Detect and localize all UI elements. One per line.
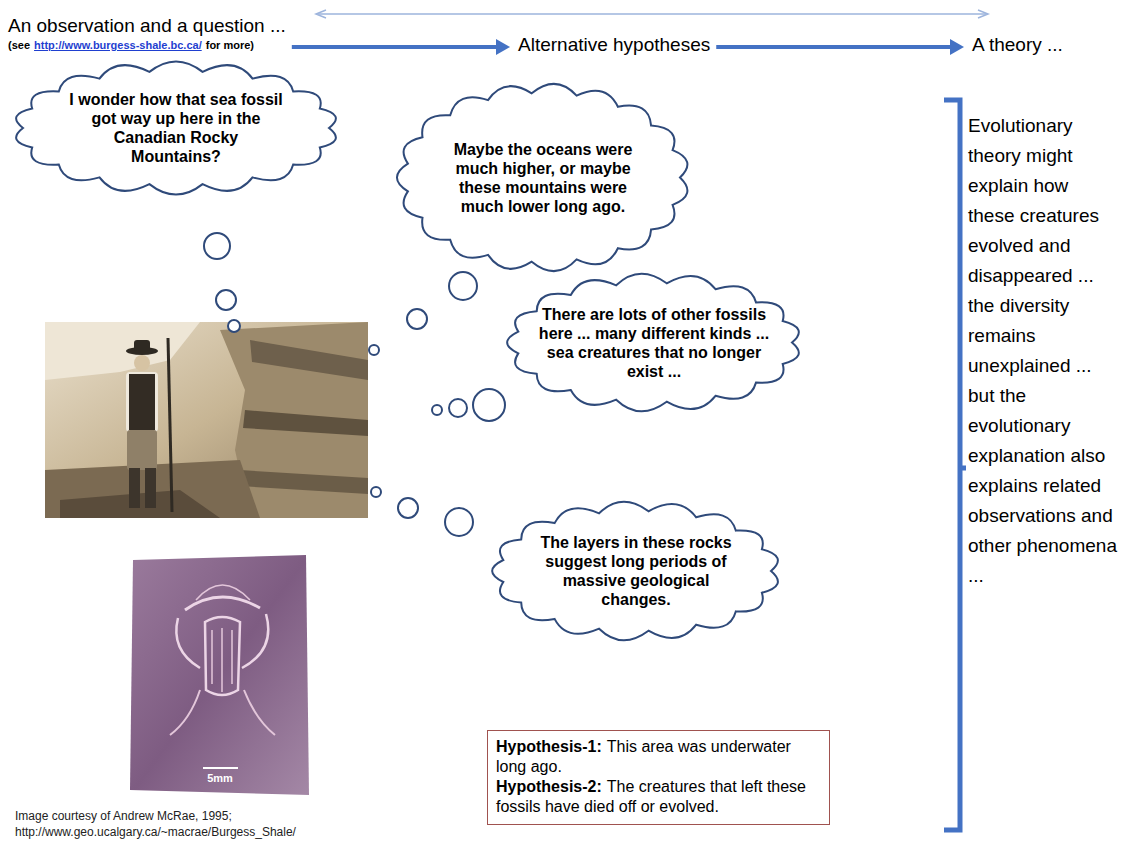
cloud-text-holder: I wonder how that sea fossil got way up … (69, 90, 284, 166)
thought-cloud: I wonder how that sea fossil got way up … (10, 58, 342, 198)
fossil-photo (130, 555, 309, 795)
cloud-text: Maybe the oceans were much higher, or ma… (443, 140, 643, 216)
cloud-shape (492, 502, 778, 640)
cloud-outline (488, 498, 784, 644)
cloud-text-holder: There are lots of other fossils here ...… (534, 305, 774, 381)
arrow-head (950, 39, 964, 55)
cloud-text-holder: Maybe the oceans were much higher, or ma… (443, 140, 643, 216)
cloud-shape (16, 61, 336, 194)
bracket (944, 100, 966, 830)
flow-arrow (292, 39, 510, 55)
arrow-shaft (716, 45, 952, 49)
note-text: for more) (206, 39, 254, 51)
timeline-arrow (316, 10, 988, 18)
image-credit: Image courtesy of Andrew McRae, 1995; ht… (15, 808, 335, 840)
thought-bubbles (204, 233, 505, 536)
note-text: (see (8, 39, 30, 51)
stage-heading: Alternative hypotheses (518, 33, 710, 57)
cloud-shape (397, 84, 687, 271)
hypothesis-line: Hypothesis-2:The creatures that left the… (496, 777, 821, 817)
cloud-text: I wonder how that sea fossil got way up … (69, 90, 284, 166)
heading-text: A theory ... (972, 34, 1063, 55)
hypothesis-line: Hypothesis-1:This area was underwater lo… (496, 737, 821, 777)
hypothesis-name: Hypothesis-2: (496, 778, 602, 795)
hypothesis-name: Hypothesis-1: (496, 738, 602, 755)
cloud-outline (393, 80, 693, 275)
cloud-shape (507, 274, 799, 411)
flow-arrow (716, 39, 964, 55)
cloud-outline (503, 270, 805, 415)
link-text: http://www.burgess-shale.bc.ca/ (34, 39, 202, 51)
cloud-text-holder: The layers in these rocks suggest long p… (531, 533, 741, 609)
scale-label: 5mm (190, 772, 250, 785)
heading-text: Alternative hypotheses (518, 34, 710, 55)
stage-heading: An observation and a question ...(see htt… (8, 14, 286, 52)
cloud-text: There are lots of other fossils here ...… (534, 305, 774, 381)
photo (45, 322, 368, 518)
theory-text: Evolutionary theory might explain how th… (968, 111, 1118, 591)
arrow-head (496, 39, 510, 55)
source-note: (see http://www.burgess-shale.bc.ca/for m… (8, 38, 286, 52)
stage-heading: A theory ... (972, 33, 1063, 57)
hypothesis-box: Hypothesis-1:This area was underwater lo… (487, 730, 830, 825)
thought-cloud: The layers in these rocks suggest long p… (488, 498, 784, 644)
heading-text: An observation and a question ... (8, 14, 286, 38)
thought-cloud: There are lots of other fossils here ...… (503, 270, 805, 415)
thought-cloud: Maybe the oceans were much higher, or ma… (393, 80, 693, 275)
cloud-text: The layers in these rocks suggest long p… (531, 533, 741, 609)
cloud-outline (10, 58, 342, 198)
arrow-shaft (292, 45, 498, 49)
